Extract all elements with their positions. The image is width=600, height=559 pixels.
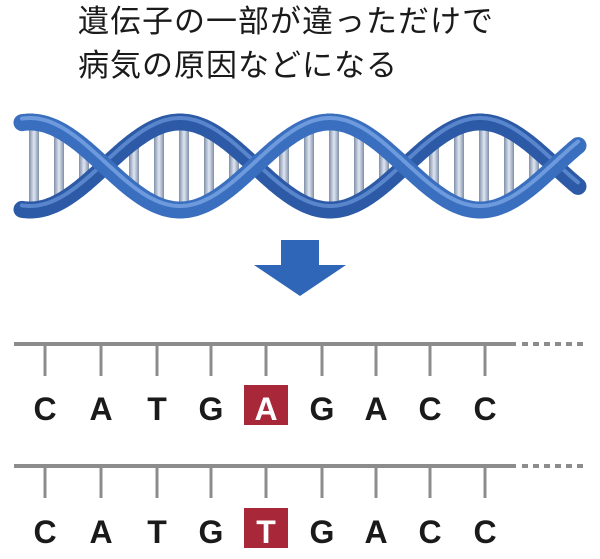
helix-strand-back: [13, 113, 587, 219]
base-letter: A: [364, 514, 387, 550]
base-pair-rung: [229, 152, 239, 180]
base-letter: A: [89, 391, 112, 427]
base-pair-rung: [279, 145, 289, 187]
base-pair-rung: [29, 127, 39, 205]
base-letter: G: [310, 514, 335, 550]
helix-strands: [13, 113, 587, 219]
base-pair-rung: [454, 131, 464, 201]
helix-strand-back-highlight: [20, 116, 580, 208]
base-letter-mutated: A: [254, 391, 277, 427]
helix-strand-front: [13, 113, 587, 219]
base-pair-rung: [79, 152, 89, 180]
base-pair-rung: [204, 134, 214, 198]
base-pair-rung: [129, 145, 139, 187]
base-pair-rung: [354, 134, 364, 198]
base-pair-rung: [379, 152, 389, 180]
down-arrow-icon: [254, 240, 346, 296]
caption-line-1: 遺伝子の一部が違っただけで: [78, 4, 494, 40]
base-pair-rung: [54, 134, 64, 198]
base-pair-rung: [429, 145, 439, 187]
base-letter: G: [199, 514, 224, 550]
base-letter: C: [473, 391, 496, 427]
base-letter: T: [147, 391, 167, 427]
base-letter: A: [364, 391, 387, 427]
base-letter: C: [33, 391, 56, 427]
base-letter-mutated: T: [256, 514, 276, 550]
base-letter: C: [418, 514, 441, 550]
base-letter: C: [418, 391, 441, 427]
base-pair-rung: [179, 127, 189, 205]
helix-strand-front-highlight: [20, 116, 580, 208]
base-pair-rung: [529, 152, 539, 180]
base-letter: G: [310, 391, 335, 427]
mutation-highlight-box: [244, 508, 288, 548]
base-pair-rung: [504, 134, 514, 198]
mutation-highlight-box: [244, 385, 288, 425]
caption-line-2: 病気の原因などになる: [78, 48, 398, 84]
base-letter: C: [33, 514, 56, 550]
base-pair-rung: [304, 131, 314, 201]
base-pair-rung: [479, 127, 489, 205]
base-letter: C: [473, 514, 496, 550]
base-letter: T: [147, 514, 167, 550]
base-letter: A: [89, 514, 112, 550]
base-pair-rung: [329, 127, 339, 205]
base-pair-rung: [154, 131, 164, 201]
base-letter: G: [199, 391, 224, 427]
helix-base-pairs: [29, 127, 539, 205]
